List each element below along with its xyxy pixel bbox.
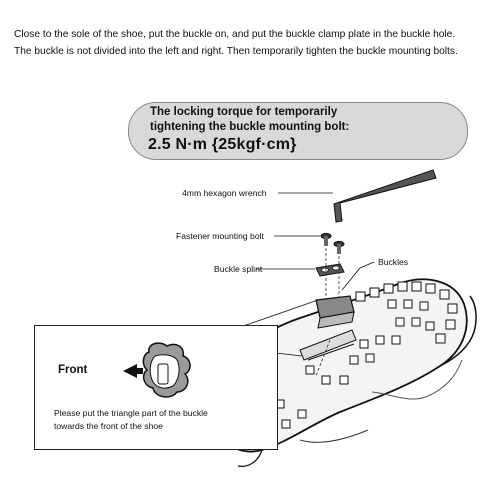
bolt-callout: Fastener mounting bolt [176,231,264,241]
mounting-bolts [320,232,345,254]
orientation-inset [34,325,278,450]
torque-label-line-2: tightening the buckle mounting bolt: [150,121,350,133]
cleat-top-view-icon [142,342,191,398]
torque-value: 2.5 N·m {25kgf·cm} [148,136,297,153]
front-label: Front [58,364,88,376]
cleat-orientation-diagram [123,342,191,398]
wrench-callout: 4mm hexagon wrench [182,188,267,198]
orientation-note-line-2: towards the front of the shoe [54,421,163,431]
instruction-line-2: The buckle is not divided into the left … [14,46,458,57]
splint-callout: Buckle splint [214,264,263,274]
hex-wrench [333,169,437,223]
buckle-splint [315,263,345,277]
instructions: Close to the sole of the shoe, put the b… [14,26,494,60]
torque-label-line-1: The locking torque for temporarily [150,106,338,118]
instruction-line-1: Close to the sole of the shoe, put the b… [14,29,456,40]
alignment-lines [315,248,340,377]
torque-spec-box [128,102,468,160]
front-arrow-icon [123,364,143,378]
orientation-note: Please put the triangle part of the buck… [54,407,264,433]
buckles-callout: Buckles [378,257,409,267]
orientation-note-line-1: Please put the triangle part of the buck… [54,408,208,418]
